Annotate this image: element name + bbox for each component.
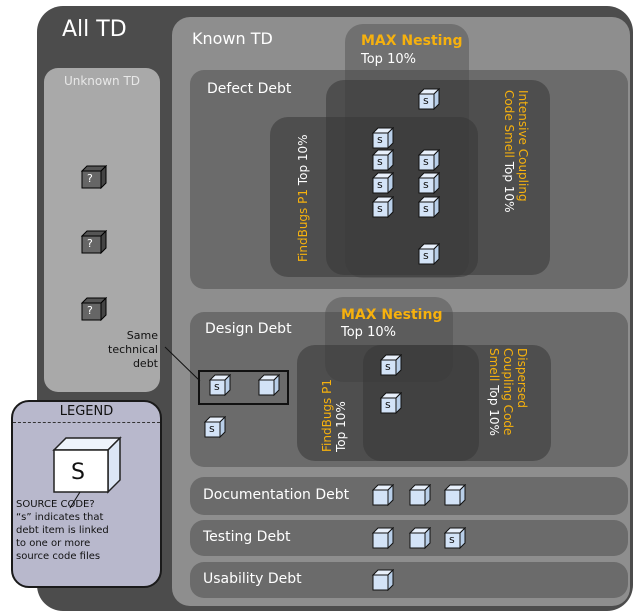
legend-divider: [13, 422, 160, 423]
legend-pointer: [69, 491, 81, 509]
testing-cube: [409, 527, 431, 549]
legend-box: [11, 400, 162, 588]
unknown-cube-1: ?: [81, 165, 107, 189]
design-cube: [258, 374, 280, 396]
design-source-cube: s: [380, 392, 402, 414]
defect-source-cube: s: [418, 88, 440, 110]
usability-debt-box: [190, 562, 628, 598]
defect-source-cube: s: [418, 172, 440, 194]
cube-label: s: [209, 422, 215, 435]
same-debt-pointer: [164, 346, 201, 382]
usability-debt-label: Usability Debt: [203, 571, 302, 587]
testing-debt-label: Testing Debt: [203, 529, 291, 545]
testing-cube: [372, 527, 394, 549]
defect-coupling-label: Intensive Coupling Code Smell Top 10%: [502, 90, 530, 213]
cube-label: s: [385, 398, 391, 411]
usability-cube: [372, 569, 394, 591]
legend-cube-icon: [52, 436, 122, 498]
design-source-cube: s: [209, 374, 231, 396]
design-max-top-label: Top 10%: [341, 325, 396, 340]
same-debt-group: [198, 370, 289, 405]
design-coupling-label: Dispersed Coupling Code Smell Top 10%: [487, 348, 529, 436]
design-findbugs-label: FindBugs P1 Top 10%: [320, 379, 348, 452]
cube-label: s: [423, 178, 429, 191]
unknown-cube-3: ?: [81, 297, 107, 321]
same-debt-label: Same technical debt: [108, 329, 158, 370]
defect-source-cube: s: [418, 243, 440, 265]
defect-source-cube: s: [418, 149, 440, 171]
cube-label: s: [377, 155, 383, 168]
defect-source-cube: s: [372, 127, 394, 149]
design-source-cube: s: [380, 354, 402, 376]
cube-label: s: [423, 94, 429, 107]
unknown-td-region: [44, 68, 160, 392]
defect-findbugs-label: FindBugs P1 Top 10%: [296, 134, 310, 262]
cube-label: s: [377, 202, 383, 215]
defect-source-cube: s: [418, 196, 440, 218]
unknown-cube-label: ?: [87, 304, 93, 317]
cube-label: s: [214, 380, 220, 393]
defect-source-cube: s: [372, 196, 394, 218]
cube-label: s: [449, 533, 455, 546]
testing-source-cube: s: [444, 527, 466, 549]
legend-cube-letter: S: [71, 460, 85, 485]
design-debt-title: Design Debt: [205, 321, 292, 337]
all-td-title: All TD: [62, 17, 127, 42]
documentation-cube: [409, 484, 431, 506]
cube-label: s: [377, 178, 383, 191]
known-td-title: Known TD: [192, 29, 273, 48]
defect-debt-title: Defect Debt: [207, 81, 292, 97]
cube-label: s: [423, 249, 429, 262]
design-max-nesting-label: MAX Nesting: [341, 307, 443, 323]
unknown-cube-label: ?: [87, 237, 93, 250]
cube-label: s: [385, 360, 391, 373]
testing-debt-box: [190, 520, 628, 556]
unknown-cube-2: ?: [81, 230, 107, 254]
design-source-cube: s: [204, 416, 226, 438]
defect-source-cube: s: [372, 149, 394, 171]
cube-label: s: [377, 133, 383, 146]
cube-label: s: [423, 155, 429, 168]
defect-source-cube: s: [372, 172, 394, 194]
legend-text: SOURCE CODE? “s” indicates that debt ite…: [16, 499, 109, 562]
unknown-cube-label: ?: [87, 172, 93, 185]
defect-max-top-label: Top 10%: [361, 52, 416, 67]
defect-max-nesting-label: MAX Nesting: [361, 33, 463, 49]
documentation-cube: [444, 484, 466, 506]
cube-label: s: [423, 202, 429, 215]
documentation-debt-box: [190, 477, 628, 515]
documentation-cube: [372, 484, 394, 506]
legend-title: LEGEND: [59, 404, 114, 419]
unknown-td-title: Unknown TD: [63, 74, 141, 88]
documentation-debt-label: Documentation Debt: [203, 487, 350, 503]
